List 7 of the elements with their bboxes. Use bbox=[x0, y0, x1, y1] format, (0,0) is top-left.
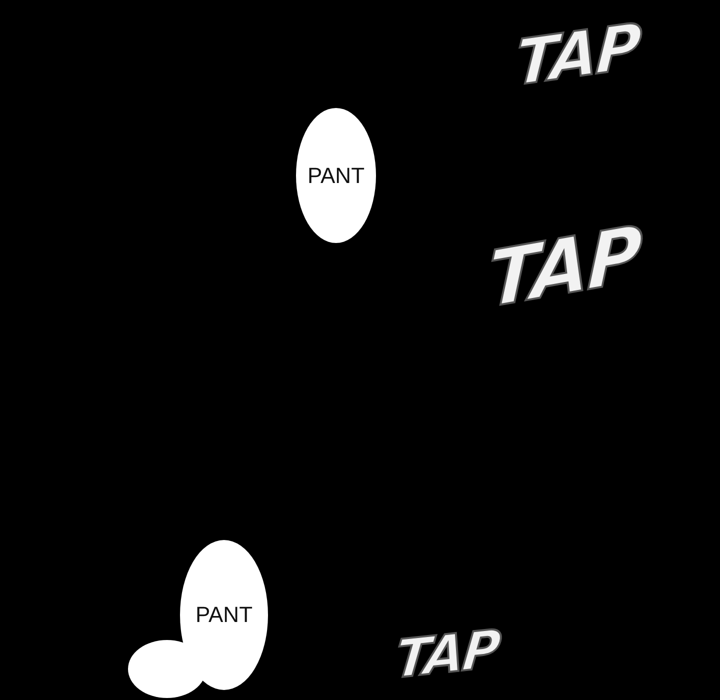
bubble-text: PANT bbox=[194, 602, 254, 628]
sound-effect: TAP bbox=[513, 8, 642, 100]
speech-bubble bbox=[296, 108, 376, 243]
sound-effect: TAP bbox=[392, 619, 502, 691]
sound-effect: TAP bbox=[486, 208, 642, 326]
speech-bubble bbox=[180, 540, 268, 690]
bubble-text: PANT bbox=[306, 162, 366, 188]
